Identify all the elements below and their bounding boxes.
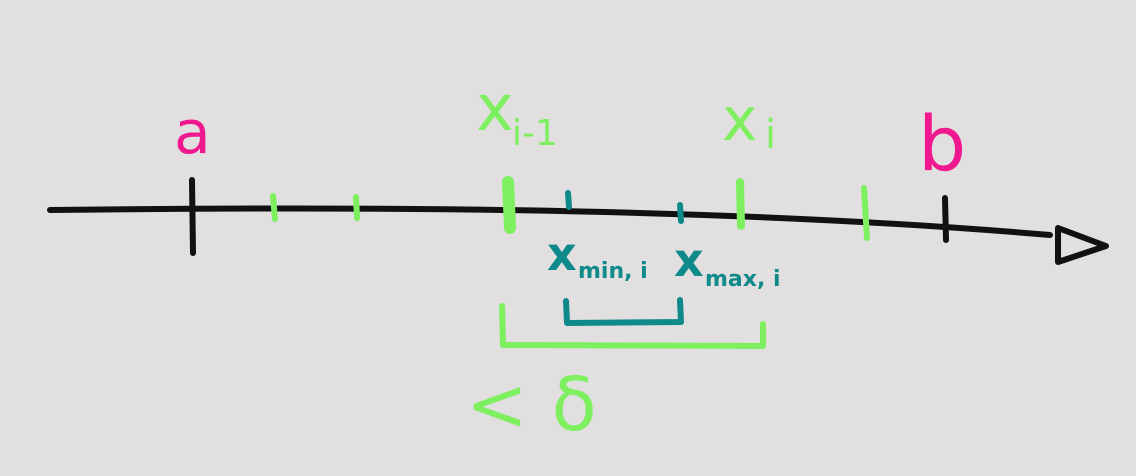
label-x-prev: x i-1 (476, 72, 558, 154)
label-x-i-sub: i (765, 112, 776, 158)
partition-width-bracket (499, 303, 766, 349)
label-x-i-main: x (722, 85, 758, 155)
label-x-min-main: x (547, 227, 577, 281)
tick-b (942, 195, 949, 243)
extrema-bracket (563, 297, 684, 326)
tick-a (189, 177, 196, 256)
tick-x-min (565, 190, 572, 210)
label-x-min-sub: min, i (578, 259, 648, 284)
arrow-head-icon (1055, 225, 1109, 265)
label-x-min: x min, i (547, 227, 648, 284)
label-a: a (174, 98, 211, 168)
label-x-prev-sub: i-1 (512, 113, 558, 154)
partition-tick-x-i (736, 178, 745, 230)
partition-tick (861, 185, 870, 241)
label-x-prev-main: x (476, 72, 514, 146)
label-x-max-sub: max, i (705, 267, 781, 292)
partition-tick (270, 193, 278, 222)
partition-tick-x-prev (502, 176, 516, 234)
label-x-max-main: x (674, 233, 704, 287)
tick-x-max (677, 202, 684, 224)
label-less-than-delta: < δ (466, 362, 597, 448)
partition-tick (353, 194, 360, 221)
label-x-max: x max, i (674, 233, 781, 292)
label-b: b (918, 99, 966, 188)
label-x-i: x i (722, 85, 776, 158)
